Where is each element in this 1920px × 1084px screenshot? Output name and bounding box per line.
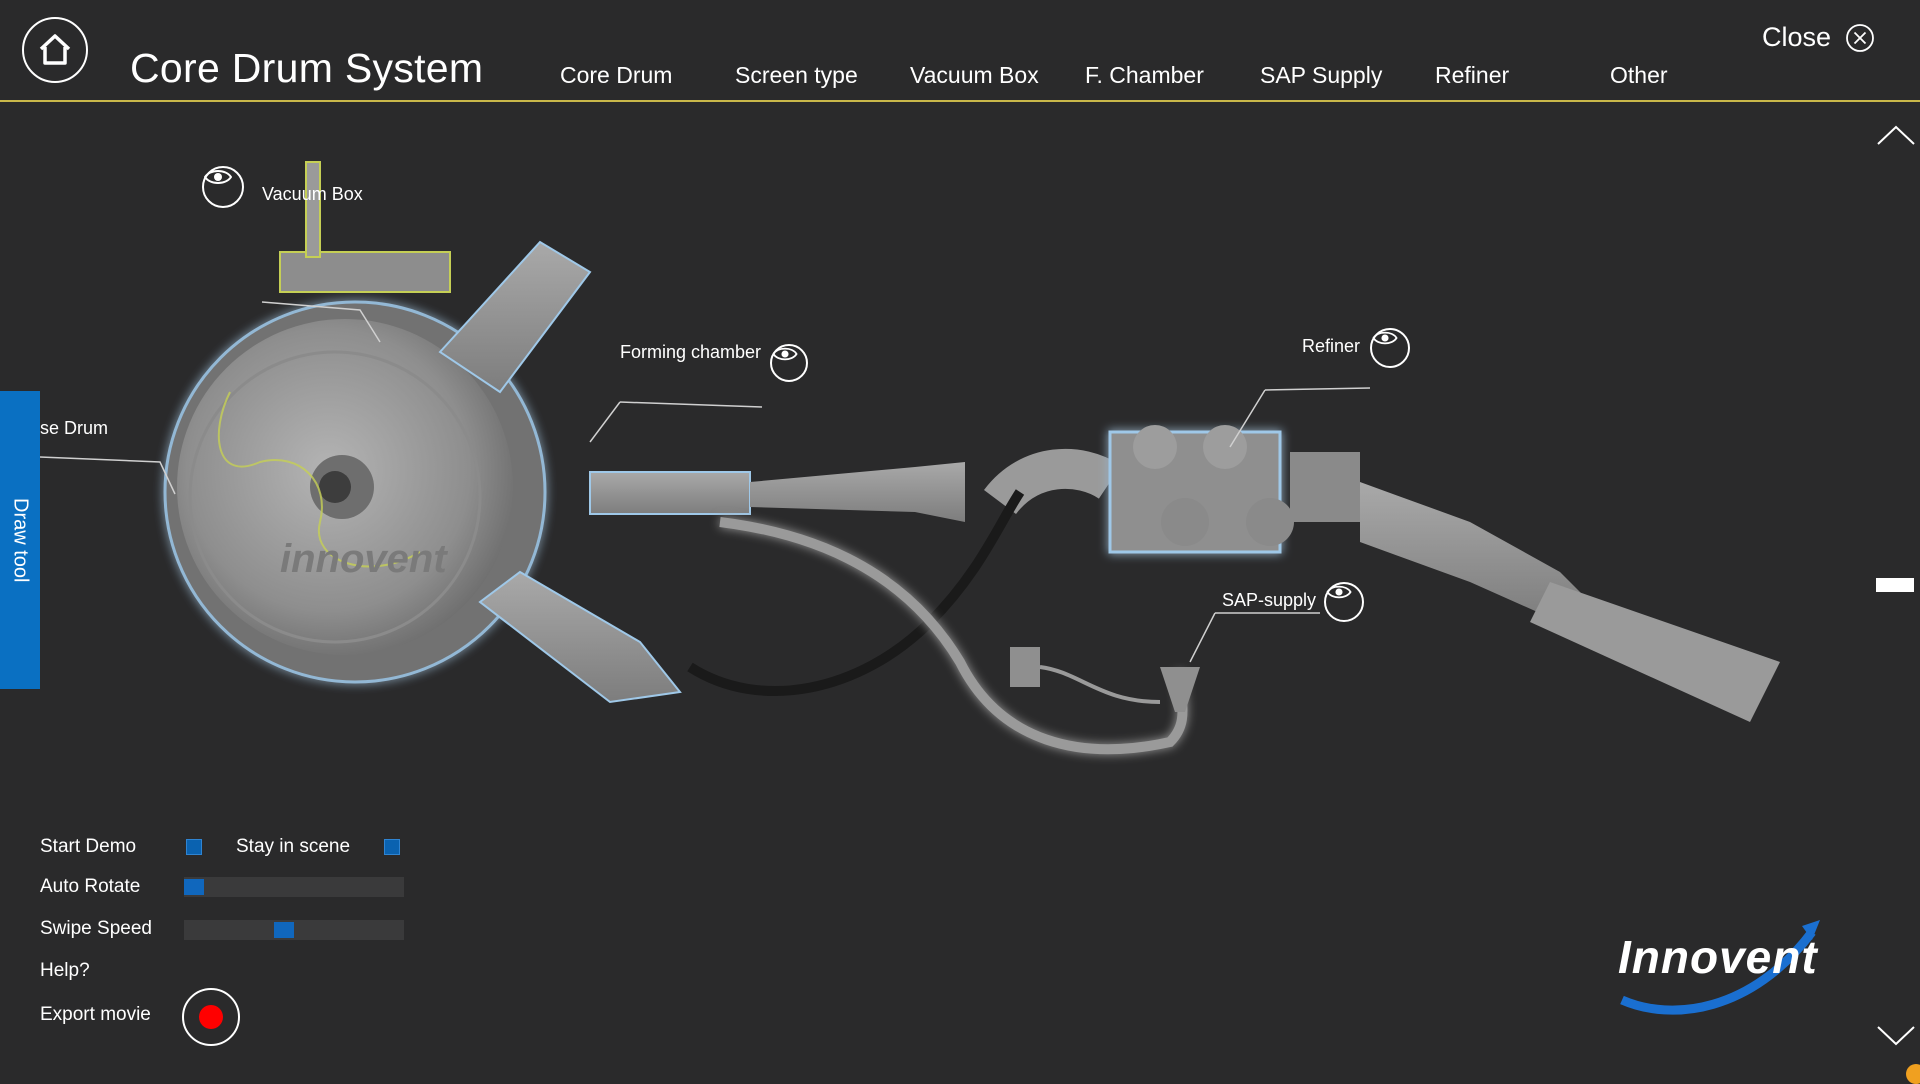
stay-in-scene-label: Stay in scene	[236, 836, 351, 857]
refiner-model	[1108, 425, 1360, 554]
auto-rotate-thumb[interactable]	[184, 879, 204, 895]
callout-lines	[39, 301, 1371, 663]
machine-scene[interactable]: innovent	[0, 102, 1920, 1080]
start-demo-checkbox[interactable]	[186, 839, 202, 855]
drum-logo-text: innovent	[280, 537, 448, 581]
stay-in-scene-checkbox[interactable]	[384, 839, 400, 855]
forming-chamber-eye-button[interactable]	[770, 344, 808, 382]
outlet-duct-model	[1360, 482, 1780, 722]
export-movie-label: Export movie	[40, 1004, 151, 1025]
core-drum-label: se Drum	[40, 418, 109, 438]
eye-icon	[1372, 331, 1398, 345]
nav-forming-chamber[interactable]: F. Chamber	[1085, 62, 1204, 88]
top-nav: Core Drum Screen type Vacuum Box F. Cham…	[0, 62, 1920, 92]
chevron-down-icon[interactable]	[1876, 1025, 1916, 1047]
record-icon	[199, 1005, 223, 1029]
eye-icon	[1326, 585, 1352, 599]
corner-accent	[1906, 1064, 1920, 1084]
sap-supply-label: SAP-supply	[1222, 590, 1317, 610]
sap-supply-eye-button[interactable]	[1324, 582, 1364, 622]
swipe-speed-thumb[interactable]	[274, 922, 294, 938]
app-title: Core Drum System	[130, 45, 484, 91]
swipe-speed-label: Swipe Speed	[40, 918, 152, 939]
close-circle-icon	[1846, 23, 1874, 52]
home-button[interactable]	[22, 17, 88, 83]
vacuum-box-label: Vacuum Box	[262, 184, 363, 204]
eye-icon	[204, 170, 232, 184]
auto-rotate-slider[interactable]	[184, 877, 404, 897]
start-demo-label: Start Demo	[40, 836, 137, 857]
forming-chamber-duct-model	[589, 448, 1122, 522]
nav-other[interactable]: Other	[1610, 62, 1668, 88]
forming-chamber-label: Forming chamber	[620, 342, 762, 362]
brand-logo-text: Innovent	[1618, 931, 1818, 983]
auto-rotate-label: Auto Rotate	[40, 876, 141, 897]
home-icon	[39, 34, 71, 65]
swipe-speed-slider[interactable]	[184, 920, 404, 940]
eye-icon	[772, 347, 798, 361]
nav-sap-supply[interactable]: SAP Supply	[1260, 62, 1383, 88]
nav-core-drum[interactable]: Core Drum	[560, 62, 673, 88]
sap-supply-model	[719, 517, 1200, 755]
chevron-up-icon[interactable]	[1876, 124, 1916, 146]
core-drum-model: innovent	[163, 161, 682, 704]
nav-refiner[interactable]: Refiner	[1435, 62, 1510, 88]
draw-tool-tab[interactable]: Draw tool	[0, 391, 40, 689]
header-bar: Core Drum System Core Drum Screen type V…	[0, 0, 1920, 102]
nav-vacuum-box[interactable]: Vacuum Box	[910, 62, 1039, 88]
close-button[interactable]: Close	[1762, 22, 1875, 53]
refiner-eye-button[interactable]	[1370, 328, 1410, 368]
refiner-label: Refiner	[1302, 336, 1361, 356]
help-link[interactable]: Help?	[40, 960, 90, 981]
machine-model: innovent	[39, 161, 1780, 755]
draw-tool-label: Draw tool	[9, 497, 32, 583]
nav-screen-type[interactable]: Screen type	[735, 62, 858, 88]
record-button[interactable]	[182, 988, 240, 1046]
innovent-logo	[1620, 920, 1820, 1015]
scroll-thumb[interactable]	[1876, 578, 1914, 592]
vacuum-box-eye-button[interactable]	[202, 166, 244, 208]
close-label: Close	[1761, 22, 1831, 52]
